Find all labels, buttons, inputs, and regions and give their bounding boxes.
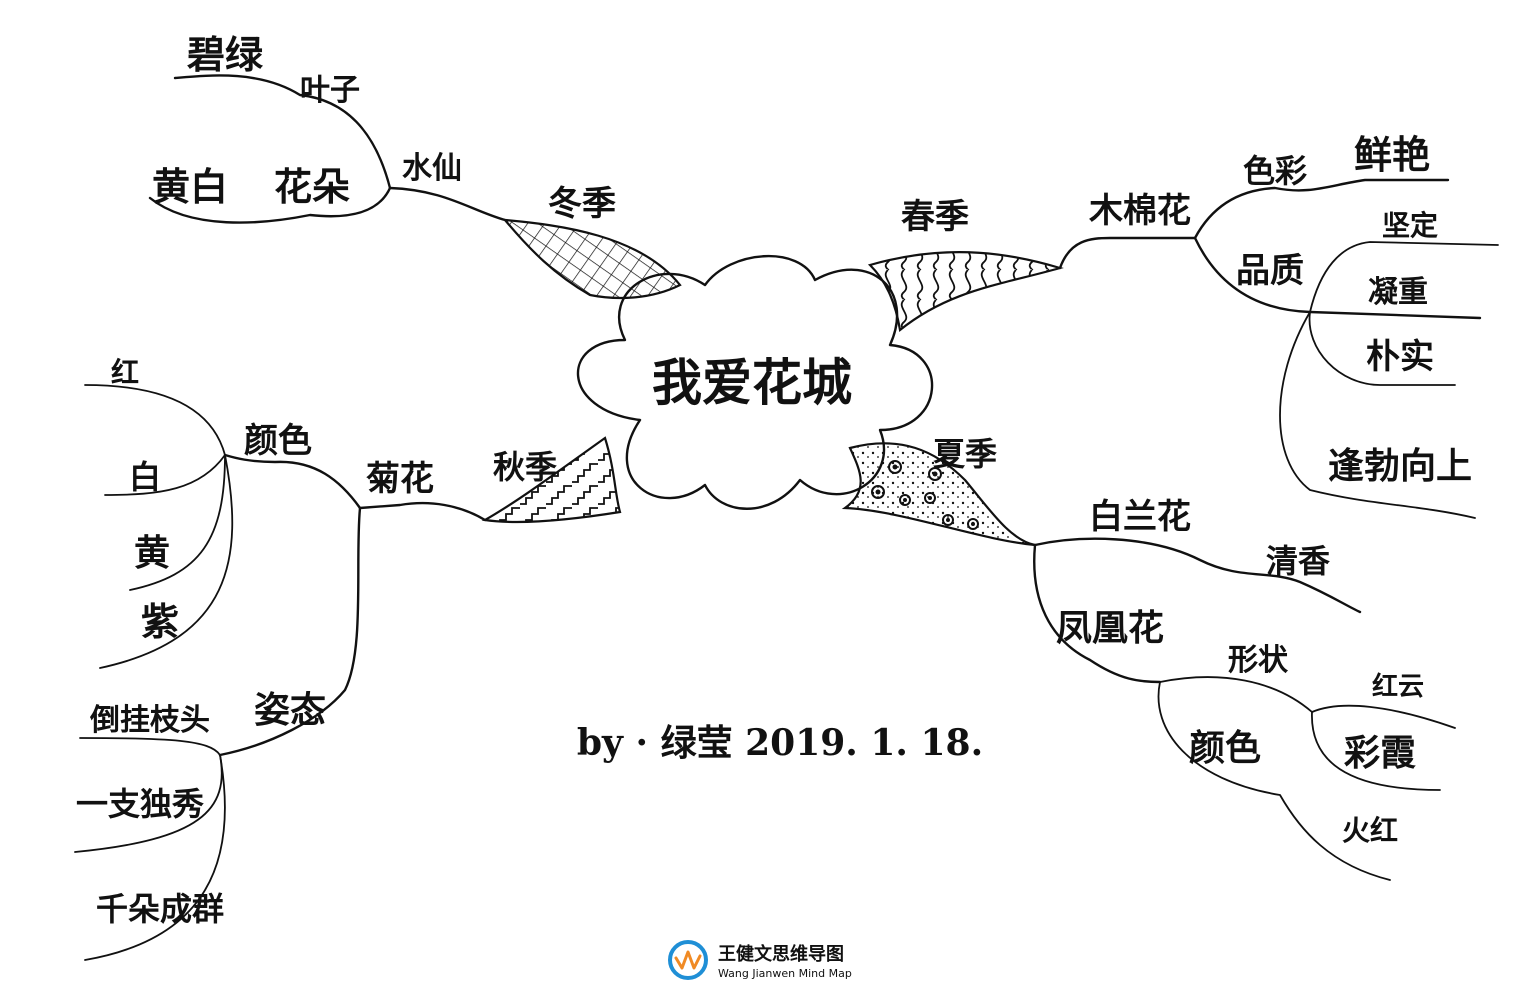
summer-phoenix-line bbox=[1033, 543, 1162, 684]
logo-wave bbox=[674, 950, 702, 970]
summer-phoenix-color-value: 火红 bbox=[1342, 814, 1398, 847]
autumn-pose-value-1: 倒挂枝头 bbox=[89, 703, 210, 738]
autumn-color-value-2: 白 bbox=[129, 458, 161, 496]
spring-quality-value-4: 逢勃向上 bbox=[1328, 445, 1472, 487]
spring-quality-sub-4 bbox=[1279, 311, 1476, 519]
autumn-connector bbox=[481, 436, 622, 524]
logo-mark bbox=[668, 940, 708, 980]
autumn-color-value-1: 红 bbox=[111, 356, 139, 389]
autumn-color-label: 颜色 bbox=[244, 421, 312, 461]
autumn-color-sub-1 bbox=[84, 384, 226, 456]
autumn-pose-label: 姿态 bbox=[254, 689, 326, 731]
winter-leaf-value: 碧绿 bbox=[187, 32, 264, 77]
summer-phoenix-shape-sub-1 bbox=[1311, 704, 1456, 729]
summer-phoenix-shape-label: 形状 bbox=[1228, 643, 1289, 678]
central-cloud: 我爱花城 bbox=[576, 254, 934, 510]
autumn-branch-line bbox=[358, 501, 487, 522]
spring-season-label: 春季 bbox=[901, 197, 969, 237]
spring-color-value: 鲜艳 bbox=[1354, 132, 1430, 177]
autumn-color-sub-2 bbox=[104, 454, 226, 496]
winter-flower-label: 水仙 bbox=[402, 151, 462, 186]
autumn-color-sub-3 bbox=[129, 454, 226, 591]
spring-color-line bbox=[1193, 178, 1450, 240]
winter-bloom-label: 花朵 bbox=[274, 164, 350, 209]
autumn-pose-line bbox=[218, 506, 362, 757]
winter-bloom-value: 黄白 bbox=[152, 164, 228, 209]
spring-color-label: 色彩 bbox=[1243, 152, 1307, 190]
autumn-season-label: 秋季 bbox=[493, 448, 557, 486]
spring-quality-value-2: 凝重 bbox=[1368, 275, 1428, 310]
summer-magnolia-value: 清香 bbox=[1266, 542, 1330, 580]
winter-leaf-line bbox=[173, 74, 392, 190]
autumn-color-line bbox=[223, 453, 362, 510]
autumn-flower-label: 菊花 bbox=[366, 459, 434, 499]
spring-quality-line bbox=[1193, 236, 1482, 320]
winter-season-label: 冬季 bbox=[548, 184, 616, 224]
spring-flower-label: 木棉花 bbox=[1088, 191, 1191, 231]
summer-magnolia-line bbox=[1033, 537, 1362, 614]
summer-phoenix-shape-line bbox=[1159, 676, 1313, 713]
spring-quality-sub-3 bbox=[1308, 311, 1456, 386]
signature: by · 绿莹 2019. 1. 18. bbox=[577, 722, 983, 764]
autumn-pose-sub-3 bbox=[84, 754, 226, 961]
summer-phoenix-shape-value-2: 彩霞 bbox=[1344, 732, 1416, 774]
logo-brand-cn: 王健文思维导图 bbox=[718, 943, 844, 965]
spring-branch-line bbox=[1058, 236, 1197, 270]
summer-season-label: 夏季 bbox=[933, 435, 997, 473]
autumn-pose-value-3: 千朵成群 bbox=[96, 890, 224, 928]
winter-leaf-label: 叶子 bbox=[300, 73, 360, 108]
watermark-logo: 王健文思维导图 Wang Jianwen Mind Map bbox=[668, 940, 852, 980]
summer-phoenix-shape-value-1: 红云 bbox=[1372, 671, 1424, 702]
logo-brand-en: Wang Jianwen Mind Map bbox=[718, 967, 852, 980]
autumn-color-value-4: 紫 bbox=[141, 599, 179, 644]
summer-phoenix-shape-sub-2 bbox=[1311, 711, 1441, 791]
autumn-pose-sub-1 bbox=[79, 737, 221, 756]
autumn-color-sub-4 bbox=[99, 454, 234, 669]
spring-quality-value-1: 坚定 bbox=[1382, 209, 1438, 242]
summer-phoenix-color-label: 颜色 bbox=[1189, 727, 1261, 769]
spring-quality-value-3: 朴实 bbox=[1366, 337, 1434, 377]
winter-branch-line bbox=[388, 186, 507, 222]
spring-quality-label: 品质 bbox=[1236, 251, 1304, 291]
spring-quality-sub-1 bbox=[1309, 241, 1499, 313]
winter-bloom-line bbox=[148, 186, 392, 224]
spring-connector bbox=[867, 251, 1064, 333]
summer-magnolia-label: 白兰花 bbox=[1089, 497, 1191, 537]
center-title: 我爱花城 bbox=[652, 353, 852, 412]
autumn-pose-sub-2 bbox=[74, 754, 223, 853]
summer-circles bbox=[871, 460, 979, 530]
summer-phoenix-color-line bbox=[1157, 681, 1391, 881]
summer-phoenix-label: 凤凰花 bbox=[1056, 607, 1164, 649]
autumn-color-value-3: 黄 bbox=[134, 532, 170, 574]
winter-connector bbox=[502, 218, 682, 300]
autumn-pose-value-2: 一支独秀 bbox=[76, 785, 204, 823]
